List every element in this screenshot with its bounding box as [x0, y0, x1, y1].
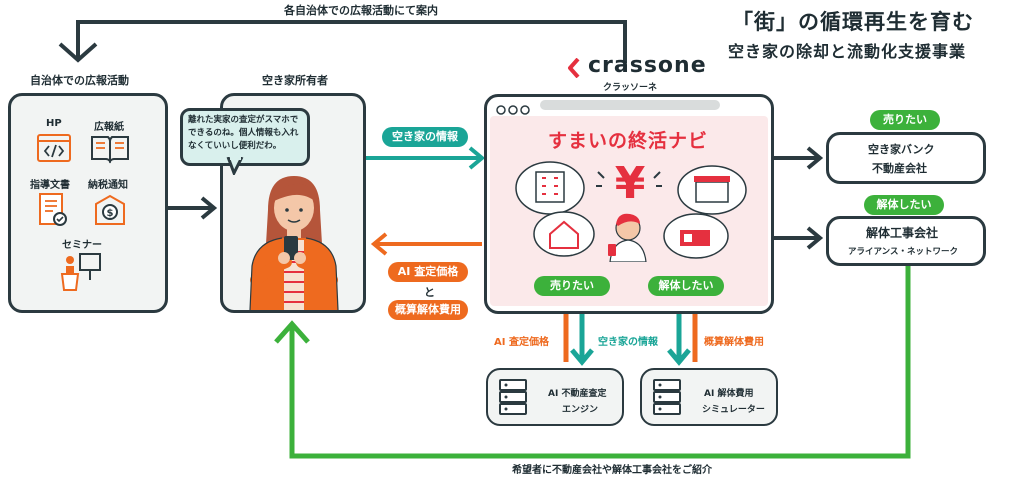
top-note: 各自治体での広報活動にて案内	[284, 4, 438, 17]
app-to-realestate-arrow	[772, 146, 824, 170]
open-book-icon	[91, 136, 129, 164]
tax-notice-icon: $	[95, 194, 125, 225]
muni-label-hp: HP	[46, 118, 62, 129]
muni-label-seminar: セミナー	[62, 240, 102, 251]
partner-sell-tag: 売りたい	[870, 110, 940, 130]
engine-demolition-line2: シミュレーター	[702, 405, 765, 415]
partner-demolition-line2: アライアンス・ネットワーク	[848, 247, 958, 257]
webpage-code-icon	[37, 134, 71, 162]
down-label-ai-price: AI 査定価格	[494, 337, 549, 348]
brand-kana: クラッソーネ	[603, 83, 658, 93]
engine-realestate-line1: AI 不動産査定	[548, 389, 607, 399]
down-label-property-info: 空き家の情報	[598, 337, 658, 348]
partner-realestate-line1: 空き家バンク	[868, 143, 935, 156]
speech-bubble-tail	[226, 157, 244, 175]
app-sell-button[interactable]: 売りたい	[534, 276, 610, 296]
flow-label-ai-price: AI 査定価格	[388, 262, 468, 282]
muni-label-guidance: 指導文書	[30, 180, 70, 191]
municipality-box	[8, 93, 168, 313]
owner-to-app-arrow	[366, 146, 486, 170]
app-illustration: ¥	[515, 158, 747, 262]
down-label-demolition-cost: 概算解体費用	[704, 337, 764, 348]
partner-demolition-line1: 解体工事会社	[866, 226, 939, 240]
headline-line2: 空き家の除却と流動化支援事業	[728, 42, 967, 61]
server-icon	[653, 379, 681, 415]
partner-demolish-tag: 解体したい	[864, 195, 944, 215]
seminar-podium-icon	[60, 253, 101, 291]
bottom-note: 希望者に不動産会社や解体工事会社をご紹介	[512, 465, 712, 476]
svg-text:$: $	[107, 208, 114, 219]
app-address-bar	[540, 100, 720, 110]
headline-line1: 「街」の循環再生を育む	[732, 10, 974, 34]
app-to-demolition-arrow	[772, 226, 824, 250]
crassone-logo-mark	[568, 58, 580, 78]
partner-realestate-box	[826, 132, 986, 184]
document-stamp-icon	[39, 193, 67, 226]
app-title: すまいの終活ナビ	[548, 130, 709, 152]
app-to-owner-arrow	[370, 232, 482, 256]
down-right-teal	[667, 314, 691, 366]
app-demolish-button[interactable]: 解体したい	[648, 276, 724, 296]
brand-name: crassone	[588, 53, 707, 78]
server-icon	[499, 379, 527, 415]
bottom-loop-arrowhead	[274, 320, 310, 344]
owner-speech-bubble	[180, 108, 310, 166]
svg-text:¥: ¥	[615, 158, 646, 209]
bottom-loop-line	[289, 264, 911, 459]
flow-label-demolition-cost: 概算解体費用	[388, 300, 468, 320]
muni-to-owner-arrow	[168, 196, 218, 220]
muni-label-bulletin: 広報紙	[94, 122, 124, 133]
flow-label-and: と	[424, 286, 435, 299]
owner-heading: 空き家所有者	[262, 74, 328, 87]
engine-demolition-line1: AI 解体費用	[704, 389, 754, 399]
flow-label-to-app: 空き家の情報	[382, 127, 468, 147]
top-loop-line	[76, 20, 627, 63]
partner-demolition-box	[826, 216, 986, 266]
down-left-teal	[570, 314, 594, 366]
app-titlebar-dots	[496, 101, 566, 120]
top-loop-arrowhead	[58, 42, 98, 63]
municipality-heading: 自治体での広報活動	[30, 74, 129, 87]
owner-illustration	[249, 176, 339, 310]
engine-realestate-line2: エンジン	[562, 405, 599, 415]
partner-realestate-line2: 不動産会社	[872, 162, 927, 175]
owner-speech-text: 離れた実家の査定がスマホでできるのね。個人情報も入れなくていいし便利だわ。	[188, 115, 299, 151]
muni-label-tax: 納税通知	[88, 180, 128, 191]
